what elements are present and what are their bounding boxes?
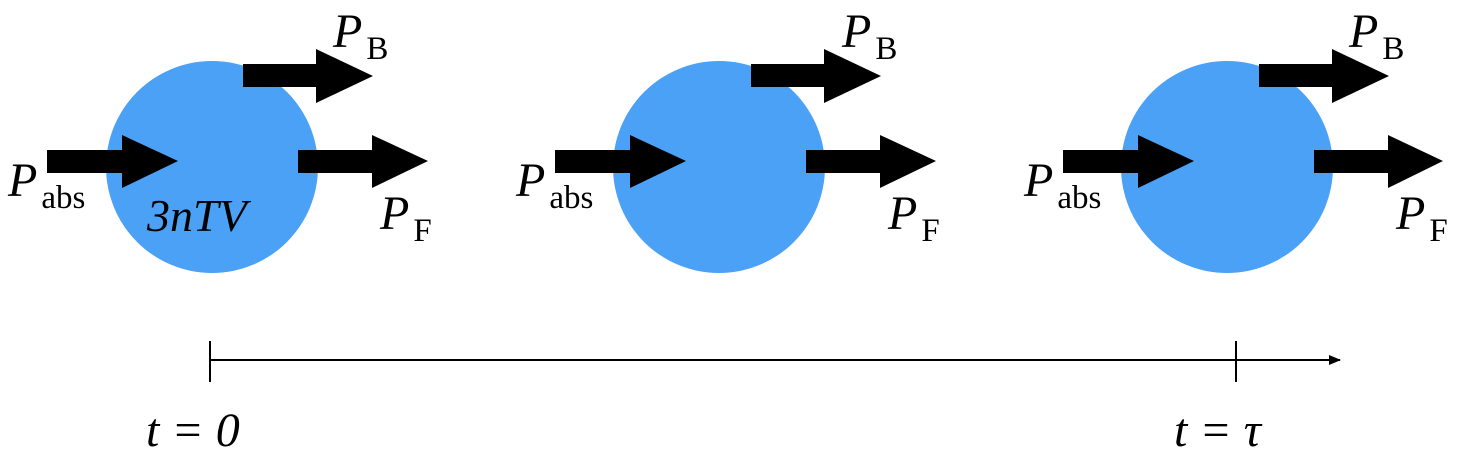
absorbed-arrow-3 <box>1063 135 1194 188</box>
absorbed-power-label-1: P abs <box>7 154 85 216</box>
forward-arrow-1 <box>298 135 428 188</box>
sphere-group-2: P abs P B P F <box>515 5 940 273</box>
backward-arrow-1 <box>243 49 373 103</box>
backward-power-label-1: P B <box>332 5 388 67</box>
timeline-start-label: t = 0 <box>146 404 240 450</box>
sphere-2 <box>613 61 825 273</box>
backward-arrow-2 <box>751 49 881 103</box>
forward-arrow-3 <box>1314 135 1443 188</box>
energy-label: 3nTV <box>146 190 252 241</box>
backward-power-label-3: P B <box>1348 5 1404 67</box>
absorbed-arrow-2 <box>555 135 686 188</box>
absorbed-arrow-1 <box>47 135 178 188</box>
backward-power-label-2: P B <box>841 5 897 67</box>
absorbed-power-label-2: P abs <box>515 154 593 216</box>
forward-arrow-2 <box>806 135 936 188</box>
sphere-3 <box>1121 61 1333 273</box>
timeline: t = 0 t = τ <box>146 341 1341 450</box>
timeline-end-label: t = τ <box>1174 404 1263 450</box>
forward-power-label-1: P F <box>379 187 432 249</box>
forward-power-label-3: P F <box>1395 187 1448 249</box>
sphere-group-1: P abs P B P F 3nTV <box>7 5 432 273</box>
forward-power-label-2: P F <box>887 187 940 249</box>
sphere-1 <box>106 61 318 273</box>
sphere-group-3: P abs P B P F <box>1023 5 1448 273</box>
backward-arrow-3 <box>1259 49 1389 103</box>
absorbed-power-label-3: P abs <box>1023 154 1101 216</box>
